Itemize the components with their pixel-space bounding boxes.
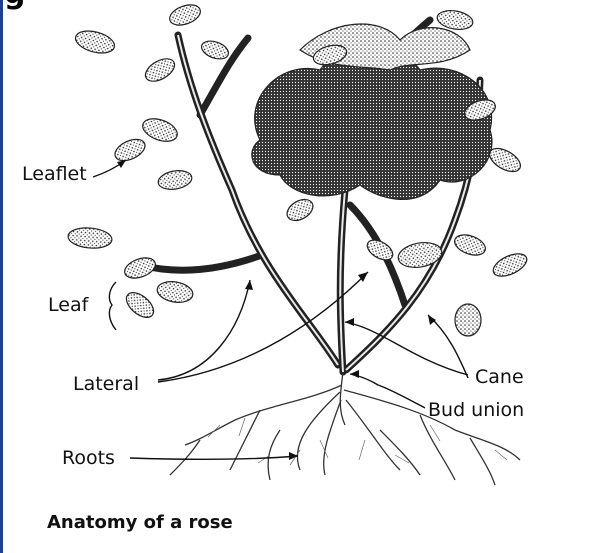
lateral-left bbox=[140, 255, 262, 270]
figure-caption: Anatomy of a rose bbox=[47, 512, 233, 533]
label-roots: Roots bbox=[62, 449, 115, 468]
roots-pointer bbox=[130, 456, 298, 459]
cane-pointer-1 bbox=[345, 322, 468, 375]
label-lateral: Lateral bbox=[73, 375, 139, 394]
label-bud-union: Bud union bbox=[428, 401, 524, 420]
roots bbox=[170, 372, 520, 485]
label-leaf: Leaf bbox=[48, 296, 88, 315]
leaf-bracket bbox=[109, 282, 116, 330]
pointer-arrowheads bbox=[117, 160, 436, 460]
label-cane: Cane bbox=[475, 368, 524, 387]
foliage bbox=[252, 24, 492, 199]
label-leaflet: Leaflet bbox=[22, 165, 87, 184]
